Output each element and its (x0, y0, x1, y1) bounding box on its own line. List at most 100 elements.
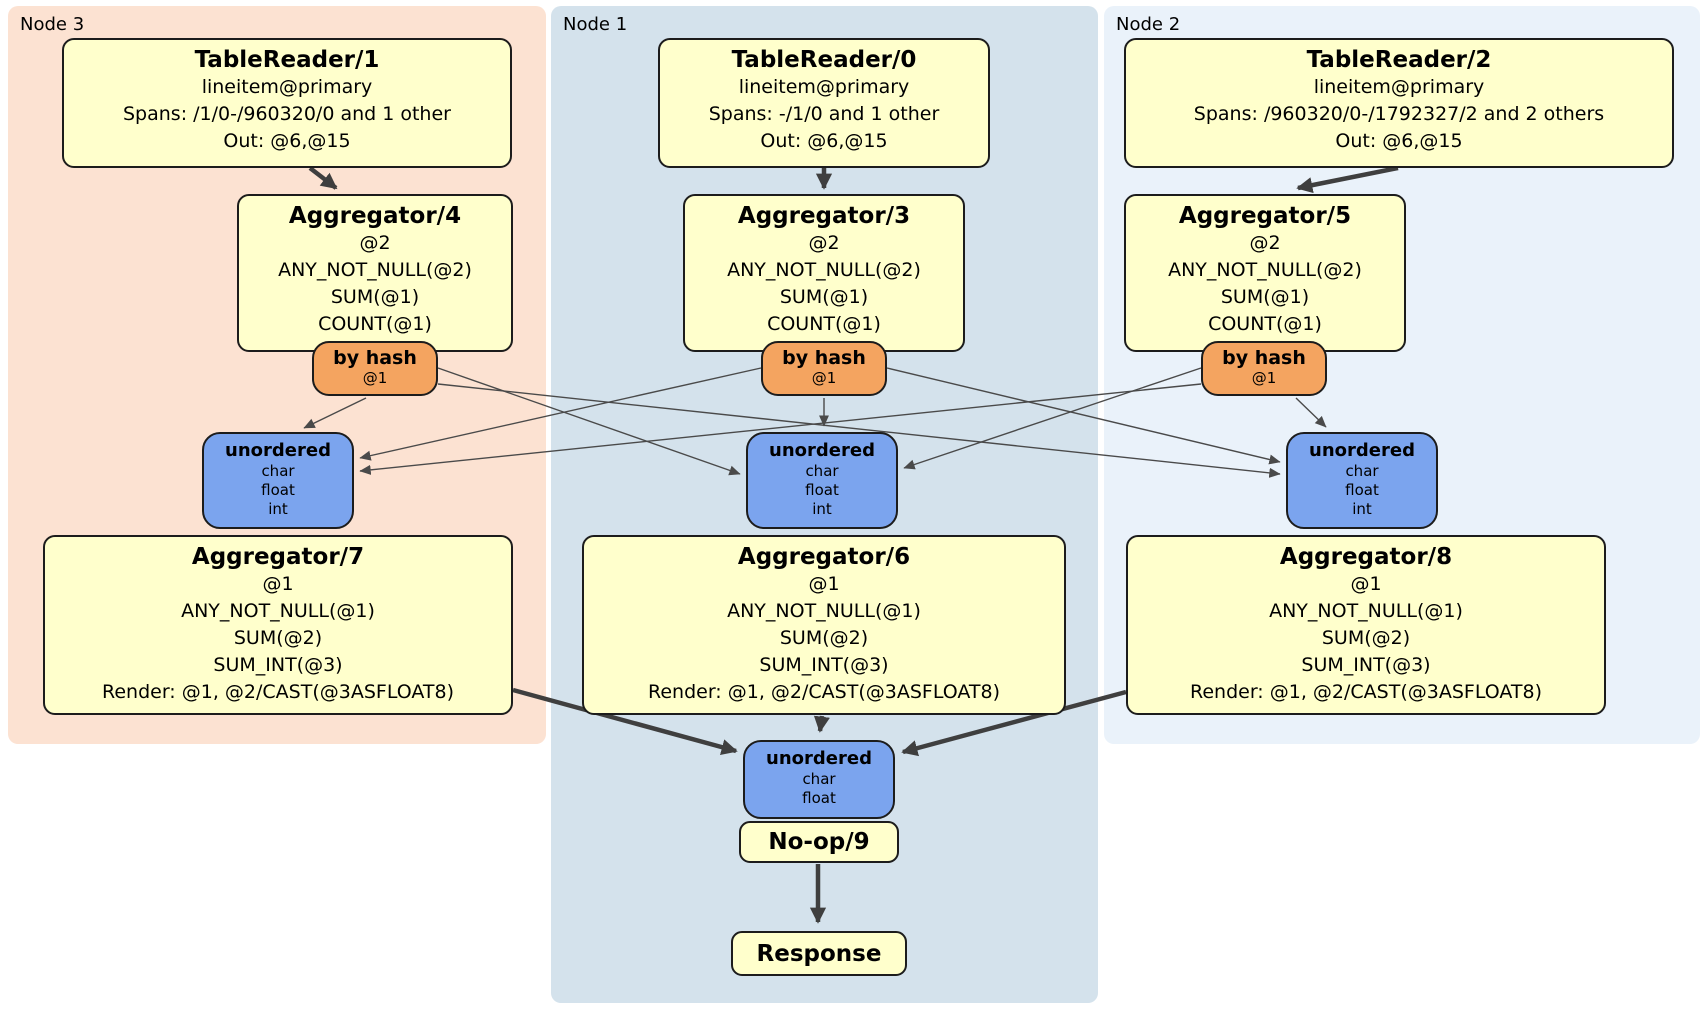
aggregator5-fn3: COUNT(@1) (1208, 313, 1322, 335)
aggregator3-box: Aggregator/3 @2 ANY_NOT_NULL(@2) SUM(@1)… (683, 194, 965, 352)
tablereader2-spans: Spans: /960320/0-/1792327/2 and 2 others (1193, 103, 1605, 125)
node1-sync-col3: int (812, 500, 832, 518)
node3-hash-router: by hash @1 (312, 341, 438, 396)
aggregator8-fn2: SUM(@2) (1321, 627, 1411, 649)
node2-label: Node 2 (1116, 14, 1181, 35)
node2-sync-col1: char (1345, 462, 1379, 480)
aggregator5-fn1: ANY_NOT_NULL(@2) (1168, 259, 1362, 281)
edge-router3-sync2 (437, 383, 1281, 478)
aggregator4-fn1: ANY_NOT_NULL(@2) (278, 259, 472, 281)
aggregator7-groupcols: @1 (262, 573, 294, 595)
node1-sync-title: unordered (769, 440, 875, 461)
aggregator7-fn2: SUM(@2) (233, 627, 323, 649)
aggregator4-fn3: COUNT(@1) (318, 313, 432, 335)
edge-router3-sync3 (303, 397, 367, 429)
node3-sync-col3: int (268, 500, 288, 518)
final-sync-title: unordered (766, 748, 872, 769)
edge-aggregator8-final-sync (901, 689, 1127, 757)
node2-sync-col2: float (1345, 481, 1379, 499)
tablereader2-out: Out: @6,@15 (1335, 130, 1463, 152)
aggregator8-groupcols: @1 (1350, 573, 1382, 595)
tablereader0-spans: Spans: -/1/0 and 1 other (708, 103, 940, 125)
node2-sync-title: unordered (1309, 440, 1415, 461)
edge-router2-sync1 (903, 367, 1202, 470)
tablereader1-spans: Spans: /1/0-/960320/0 and 1 other (123, 103, 451, 125)
tablereader1-out: Out: @6,@15 (223, 130, 351, 152)
node3-hash-router-title: by hash (333, 347, 417, 369)
aggregator6-render: Render: @1, @2/CAST(@3ASFLOAT8) (648, 681, 1000, 703)
edge-router1-sync3 (359, 367, 762, 461)
edge-router2-sync2 (1295, 397, 1327, 428)
edge-aggregator6-final-sync (813, 715, 830, 733)
aggregator6-title: Aggregator/6 (737, 544, 911, 570)
tablereader1-index: lineitem@primary (201, 76, 373, 98)
edge-tablereader1-aggregator4 (308, 166, 338, 190)
aggregator5-groupcols: @2 (1249, 232, 1281, 254)
final-sync-col1: char (802, 770, 836, 788)
aggregator5-fn2: SUM(@1) (1220, 286, 1310, 308)
aggregator5-title: Aggregator/5 (1178, 203, 1352, 229)
aggregator7-title: Aggregator/7 (191, 544, 365, 570)
node2-unordered-sync: unordered char float int (1286, 432, 1438, 529)
aggregator4-title: Aggregator/4 (288, 203, 462, 229)
final-unordered-sync: unordered char float (743, 740, 895, 819)
tablereader2-box: TableReader/2 lineitem@primary Spans: /9… (1124, 38, 1674, 168)
aggregator6-groupcols: @1 (808, 573, 840, 595)
node1-hash-router-cols: @1 (811, 369, 837, 387)
tablereader0-title: TableReader/0 (731, 47, 917, 73)
tablereader2-title: TableReader/2 (1306, 47, 1492, 73)
final-sync-col2: float (802, 789, 836, 807)
aggregator7-box: Aggregator/7 @1 ANY_NOT_NULL(@1) SUM(@2)… (43, 535, 513, 715)
node1-sync-col1: char (805, 462, 839, 480)
tablereader1-title: TableReader/1 (194, 47, 380, 73)
node2-hash-router: by hash @1 (1201, 341, 1327, 396)
edge-router1-sync2 (886, 367, 1281, 465)
aggregator7-fn1: ANY_NOT_NULL(@1) (181, 600, 375, 622)
node3-sync-title: unordered (225, 440, 331, 461)
noop-title: No-op/9 (768, 829, 870, 855)
aggregator6-fn2: SUM(@2) (779, 627, 869, 649)
aggregator7-render: Render: @1, @2/CAST(@3ASFLOAT8) (102, 681, 454, 703)
aggregator6-fn3: SUM_INT(@3) (759, 654, 889, 676)
tablereader2-index: lineitem@primary (1313, 76, 1485, 98)
aggregator4-groupcols: @2 (359, 232, 391, 254)
aggregator4-fn2: SUM(@1) (330, 286, 420, 308)
edge-router2-sync3 (359, 383, 1202, 475)
node1-sync-col2: float (805, 481, 839, 499)
aggregator8-fn1: ANY_NOT_NULL(@1) (1269, 600, 1463, 622)
aggregator3-title: Aggregator/3 (737, 203, 911, 229)
edge-aggregator7-final-sync (512, 687, 738, 756)
aggregator5-box: Aggregator/5 @2 ANY_NOT_NULL(@2) SUM(@1)… (1124, 194, 1406, 352)
aggregator8-fn3: SUM_INT(@3) (1301, 654, 1431, 676)
tablereader1-box: TableReader/1 lineitem@primary Spans: /1… (62, 38, 512, 168)
aggregator6-fn1: ANY_NOT_NULL(@1) (727, 600, 921, 622)
node1-hash-router-title: by hash (782, 347, 866, 369)
aggregator3-groupcols: @2 (808, 232, 840, 254)
tablereader0-index: lineitem@primary (738, 76, 910, 98)
node1-hash-router: by hash @1 (761, 341, 887, 396)
aggregator8-title: Aggregator/8 (1279, 544, 1453, 570)
aggregator3-fn2: SUM(@1) (779, 286, 869, 308)
aggregator8-render: Render: @1, @2/CAST(@3ASFLOAT8) (1190, 681, 1542, 703)
aggregator3-fn1: ANY_NOT_NULL(@2) (727, 259, 921, 281)
node1-label: Node 1 (563, 14, 628, 35)
node3-sync-col2: float (261, 481, 295, 499)
tablereader0-box: TableReader/0 lineitem@primary Spans: -/… (658, 38, 990, 168)
node3-label: Node 3 (20, 14, 85, 35)
aggregator3-fn3: COUNT(@1) (767, 313, 881, 335)
node2-sync-col3: int (1352, 500, 1372, 518)
node3-sync-col1: char (261, 462, 295, 480)
tablereader0-out: Out: @6,@15 (760, 130, 888, 152)
aggregator6-box: Aggregator/6 @1 ANY_NOT_NULL(@1) SUM(@2)… (582, 535, 1066, 715)
edge-router3-sync1 (437, 367, 741, 476)
node2-hash-router-cols: @1 (1251, 369, 1277, 387)
node3-hash-router-cols: @1 (362, 369, 388, 387)
node3-unordered-sync: unordered char float int (202, 432, 354, 529)
node1-unordered-sync: unordered char float int (746, 432, 898, 529)
response-title: Response (756, 940, 882, 967)
aggregator4-box: Aggregator/4 @2 ANY_NOT_NULL(@2) SUM(@1)… (237, 194, 513, 352)
aggregator8-box: Aggregator/8 @1 ANY_NOT_NULL(@1) SUM(@2)… (1126, 535, 1606, 715)
node2-hash-router-title: by hash (1222, 347, 1306, 369)
